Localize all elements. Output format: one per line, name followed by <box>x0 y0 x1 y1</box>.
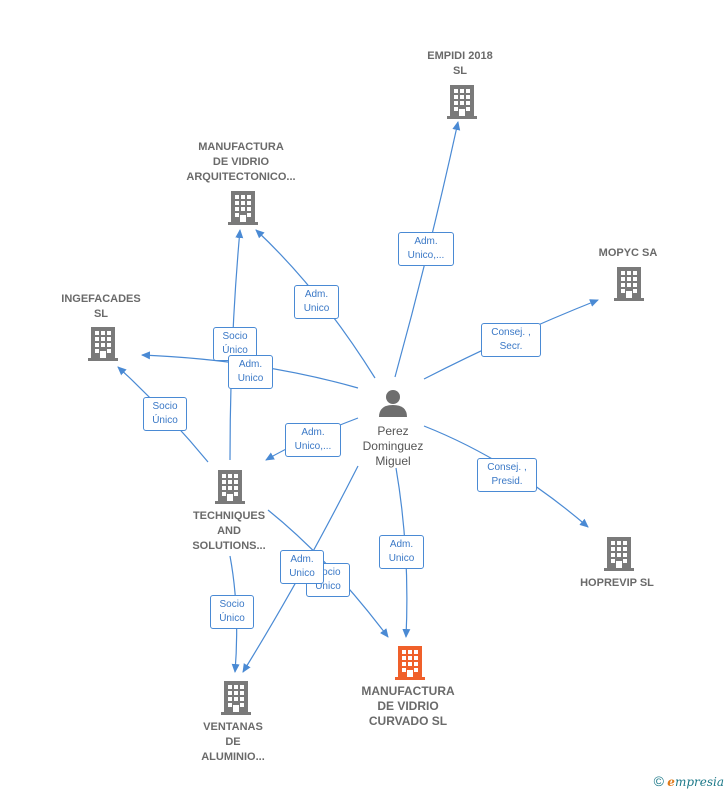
building-icon-ingefacades <box>88 327 118 361</box>
building-icon-techniques <box>215 470 245 504</box>
building-icon-hoprevip <box>604 537 634 571</box>
node-label-manufactura-arquitectonico[interactable]: MANUFACTURA DE VIDRIO ARQUITECTONICO... <box>186 141 296 183</box>
person-icon <box>379 390 407 417</box>
edge-label-mopyc[interactable]: Consej. , Secr. <box>481 323 541 357</box>
empresia-logo: © empresia <box>653 773 724 789</box>
node-label-ingefacades[interactable]: INGEFACADES SL <box>61 293 141 320</box>
node-label-hoprevip[interactable]: HOPREVIP SL <box>580 577 654 589</box>
node-label-manufactura-curvado[interactable]: MANUFACTURA DE VIDRIO CURVADO SL <box>361 684 455 728</box>
edge-label-hoprevip[interactable]: Consej. , Presid. <box>477 458 537 492</box>
edge-label-techniques[interactable]: Adm. Unico,... <box>285 423 341 457</box>
node-label-ventanas[interactable]: VENTANAS DE ALUMINIO... <box>201 721 265 763</box>
building-icon-mopyc <box>614 267 644 301</box>
edge-label-manufactura-curvado[interactable]: Adm. Unico <box>379 535 424 569</box>
edge-label-manufactura-arquitectonico[interactable]: Adm. Unico <box>294 285 339 319</box>
building-icon-ventanas <box>221 681 251 715</box>
edge-label-ingefacades[interactable]: Adm. Unico <box>228 355 273 389</box>
node-label-techniques[interactable]: TECHNIQUES AND SOLUTIONS... <box>192 510 266 552</box>
node-label-person[interactable]: Perez Dominguez Miguel <box>362 424 424 468</box>
building-icon-empidi <box>447 85 477 119</box>
node-label-empidi[interactable]: EMPIDI 2018 SL <box>427 50 493 77</box>
edge-label-empidi[interactable]: Adm. Unico,... <box>398 232 454 266</box>
building-icon-manufactura-arquitectonico <box>228 191 258 225</box>
edge-label-techniques-ventanas[interactable]: Socio Único <box>210 595 254 629</box>
edge-label-techniques-ingefacades[interactable]: Socio Único <box>143 397 187 431</box>
node-label-mopyc[interactable]: MOPYC SA <box>598 247 658 259</box>
building-icon-manufactura-curvado <box>395 646 425 680</box>
edge-label-ventanas[interactable]: Adm. Unico <box>280 550 324 584</box>
copyright-icon: © <box>653 773 664 789</box>
